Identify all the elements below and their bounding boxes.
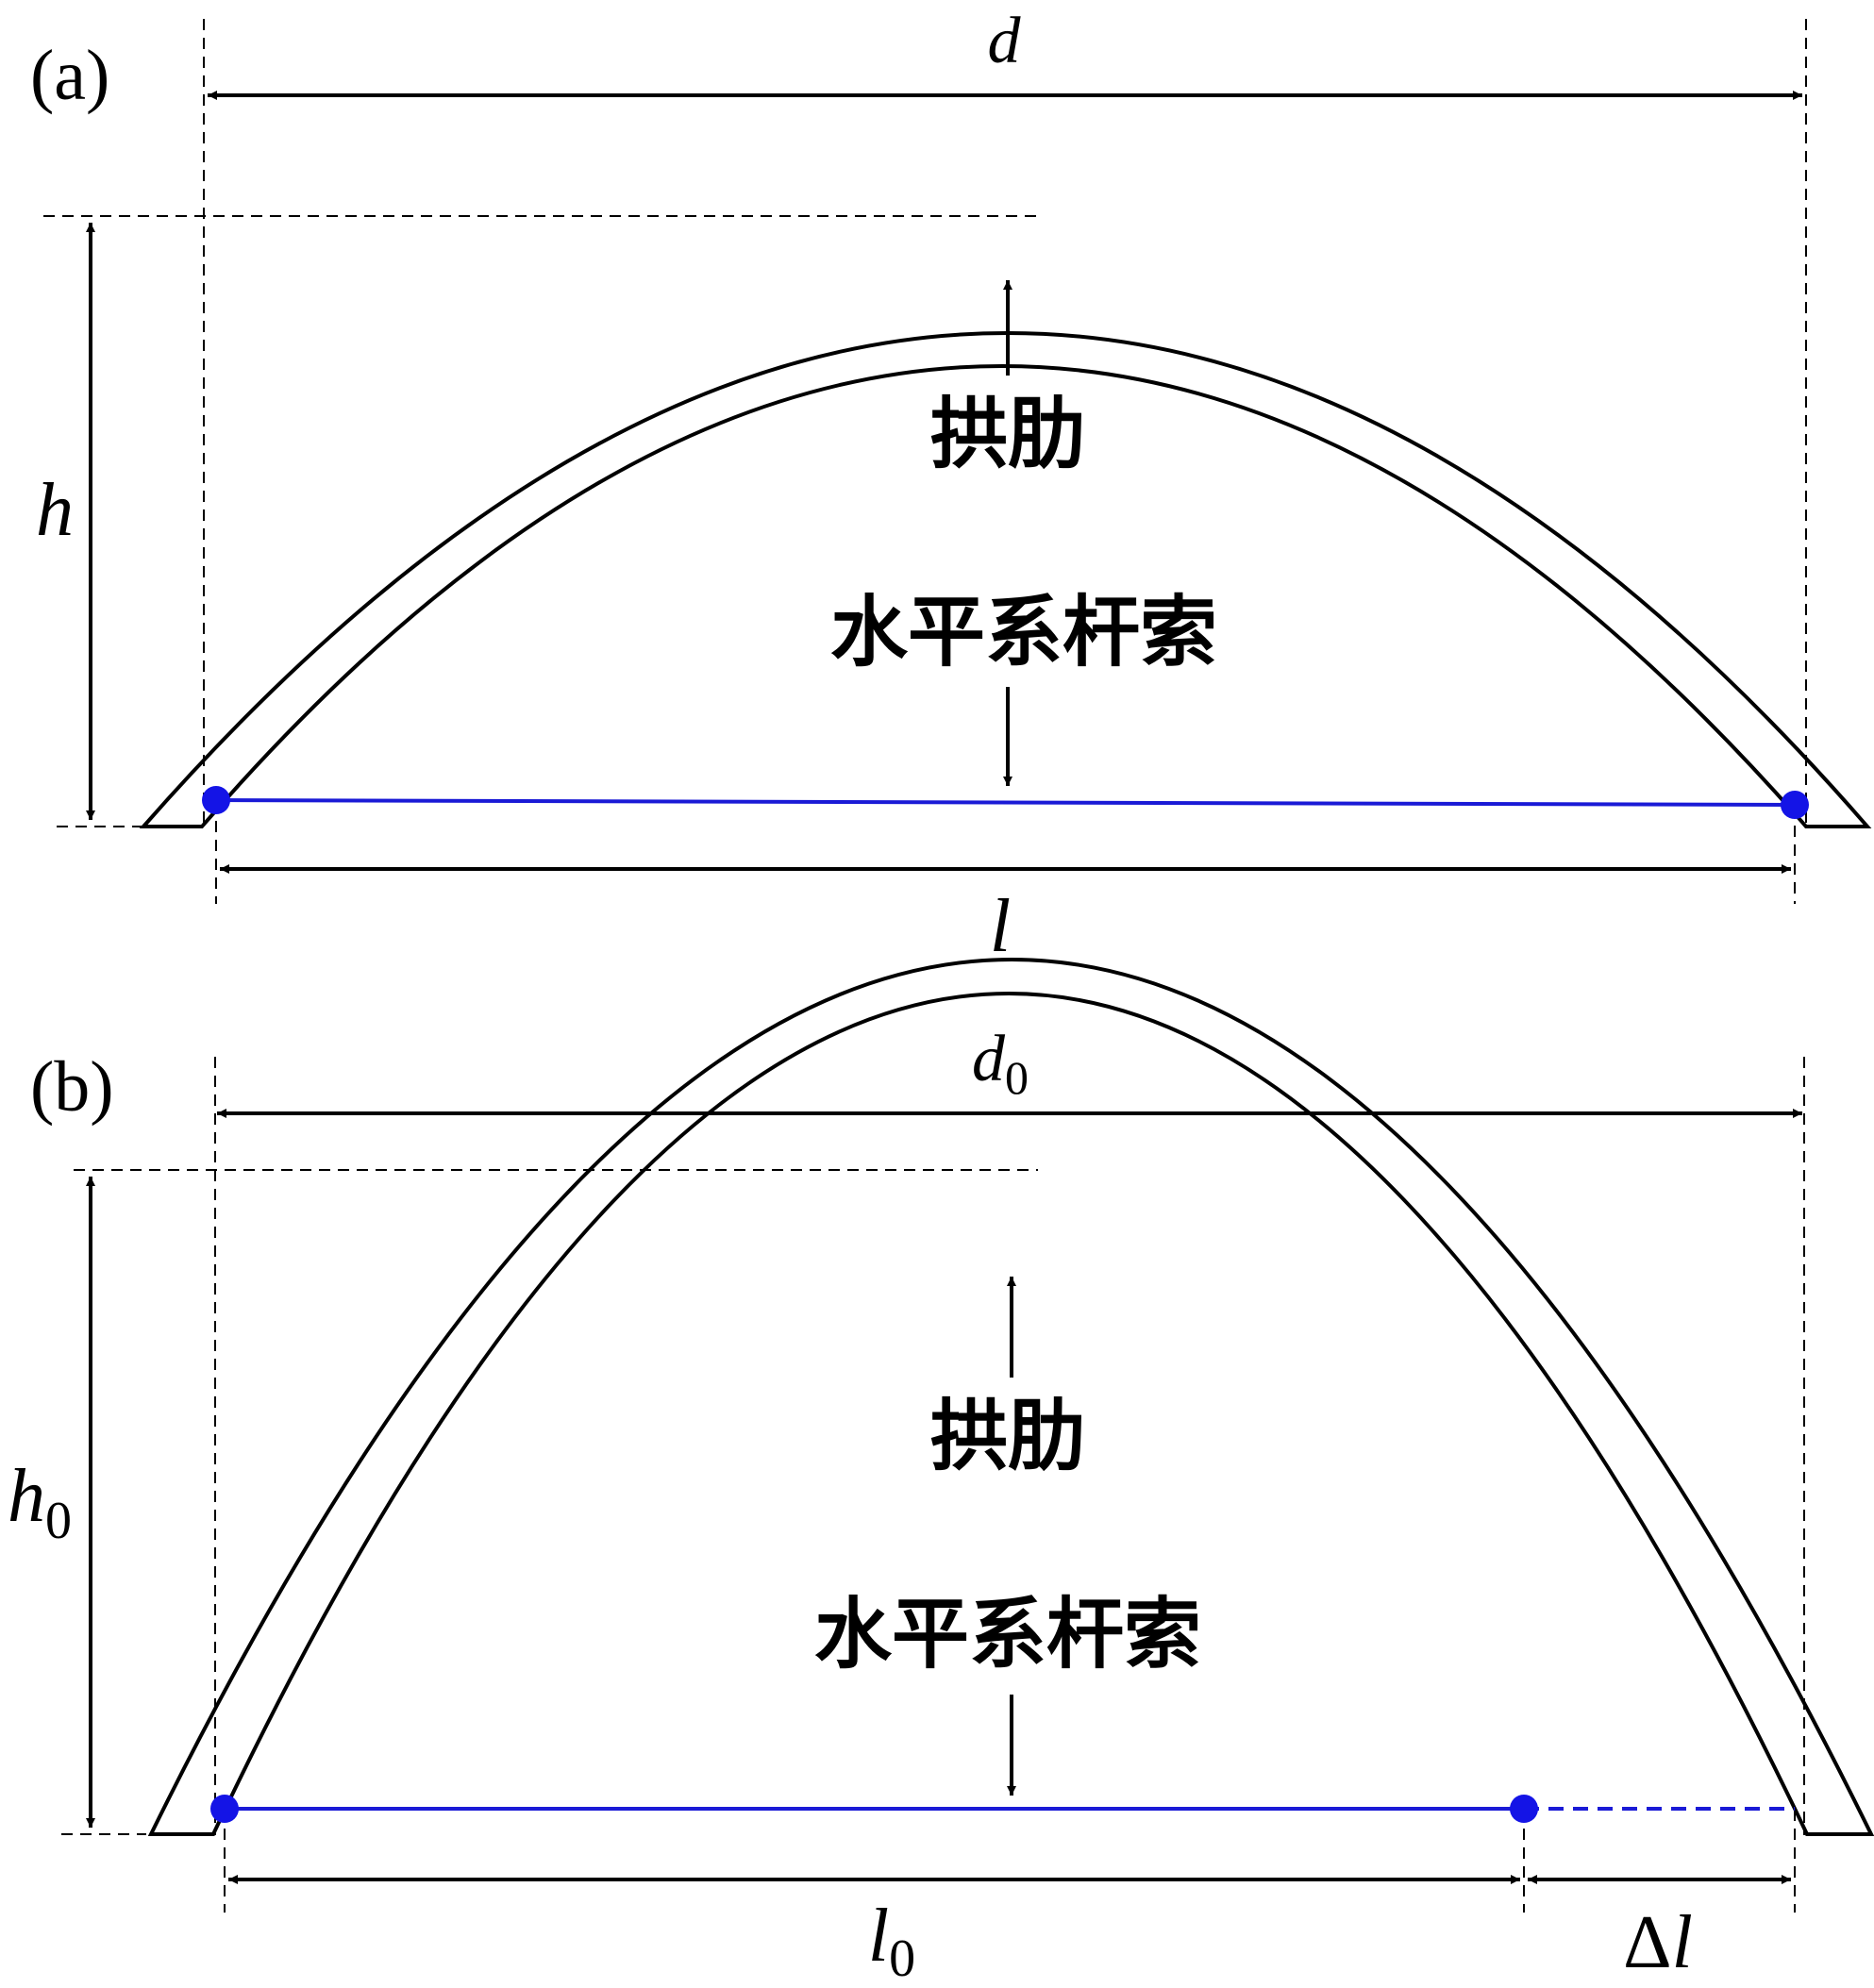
panel-a-tie-cable <box>215 798 1796 807</box>
panel-a-anchor-right <box>1781 791 1809 819</box>
panel-a: (a) d h 拱肋 水平系杆索 l <box>30 5 1872 968</box>
panel-a-height-label: h <box>36 469 74 552</box>
panel-b-arch-rib <box>147 958 1874 1836</box>
panel-b-height-label: h0 <box>8 1455 72 1550</box>
panel-b-guides <box>61 1057 1805 1913</box>
panel-b-rib-label: 拱肋 <box>930 1392 1085 1481</box>
panel-b-tie-label: 水平系杆索 <box>814 1590 1201 1679</box>
panel-b-span-label: l0 <box>868 1895 915 1988</box>
panel-b: (b) d0 h0 拱肋 水平系杆索 <box>8 958 1874 1988</box>
panel-a-arch-rib <box>139 331 1872 828</box>
panel-a-rib-label: 拱肋 <box>930 390 1085 479</box>
panel-a-label: (a) <box>30 36 109 115</box>
panel-a-width-label: d <box>988 5 1022 77</box>
panel-b-width-label: d0 <box>972 1023 1029 1104</box>
panel-a-span-label: l <box>990 885 1011 968</box>
panel-b-label: (b) <box>30 1047 114 1127</box>
panel-b-anchor-mid <box>1510 1795 1538 1823</box>
panel-b-delta-label: Δl <box>1623 1901 1693 1984</box>
panel-b-anchor-left <box>210 1795 239 1823</box>
panel-a-tie-label: 水平系杆索 <box>830 588 1217 677</box>
panel-a-anchor-left <box>202 786 230 814</box>
panel-a-guides <box>43 19 1807 904</box>
